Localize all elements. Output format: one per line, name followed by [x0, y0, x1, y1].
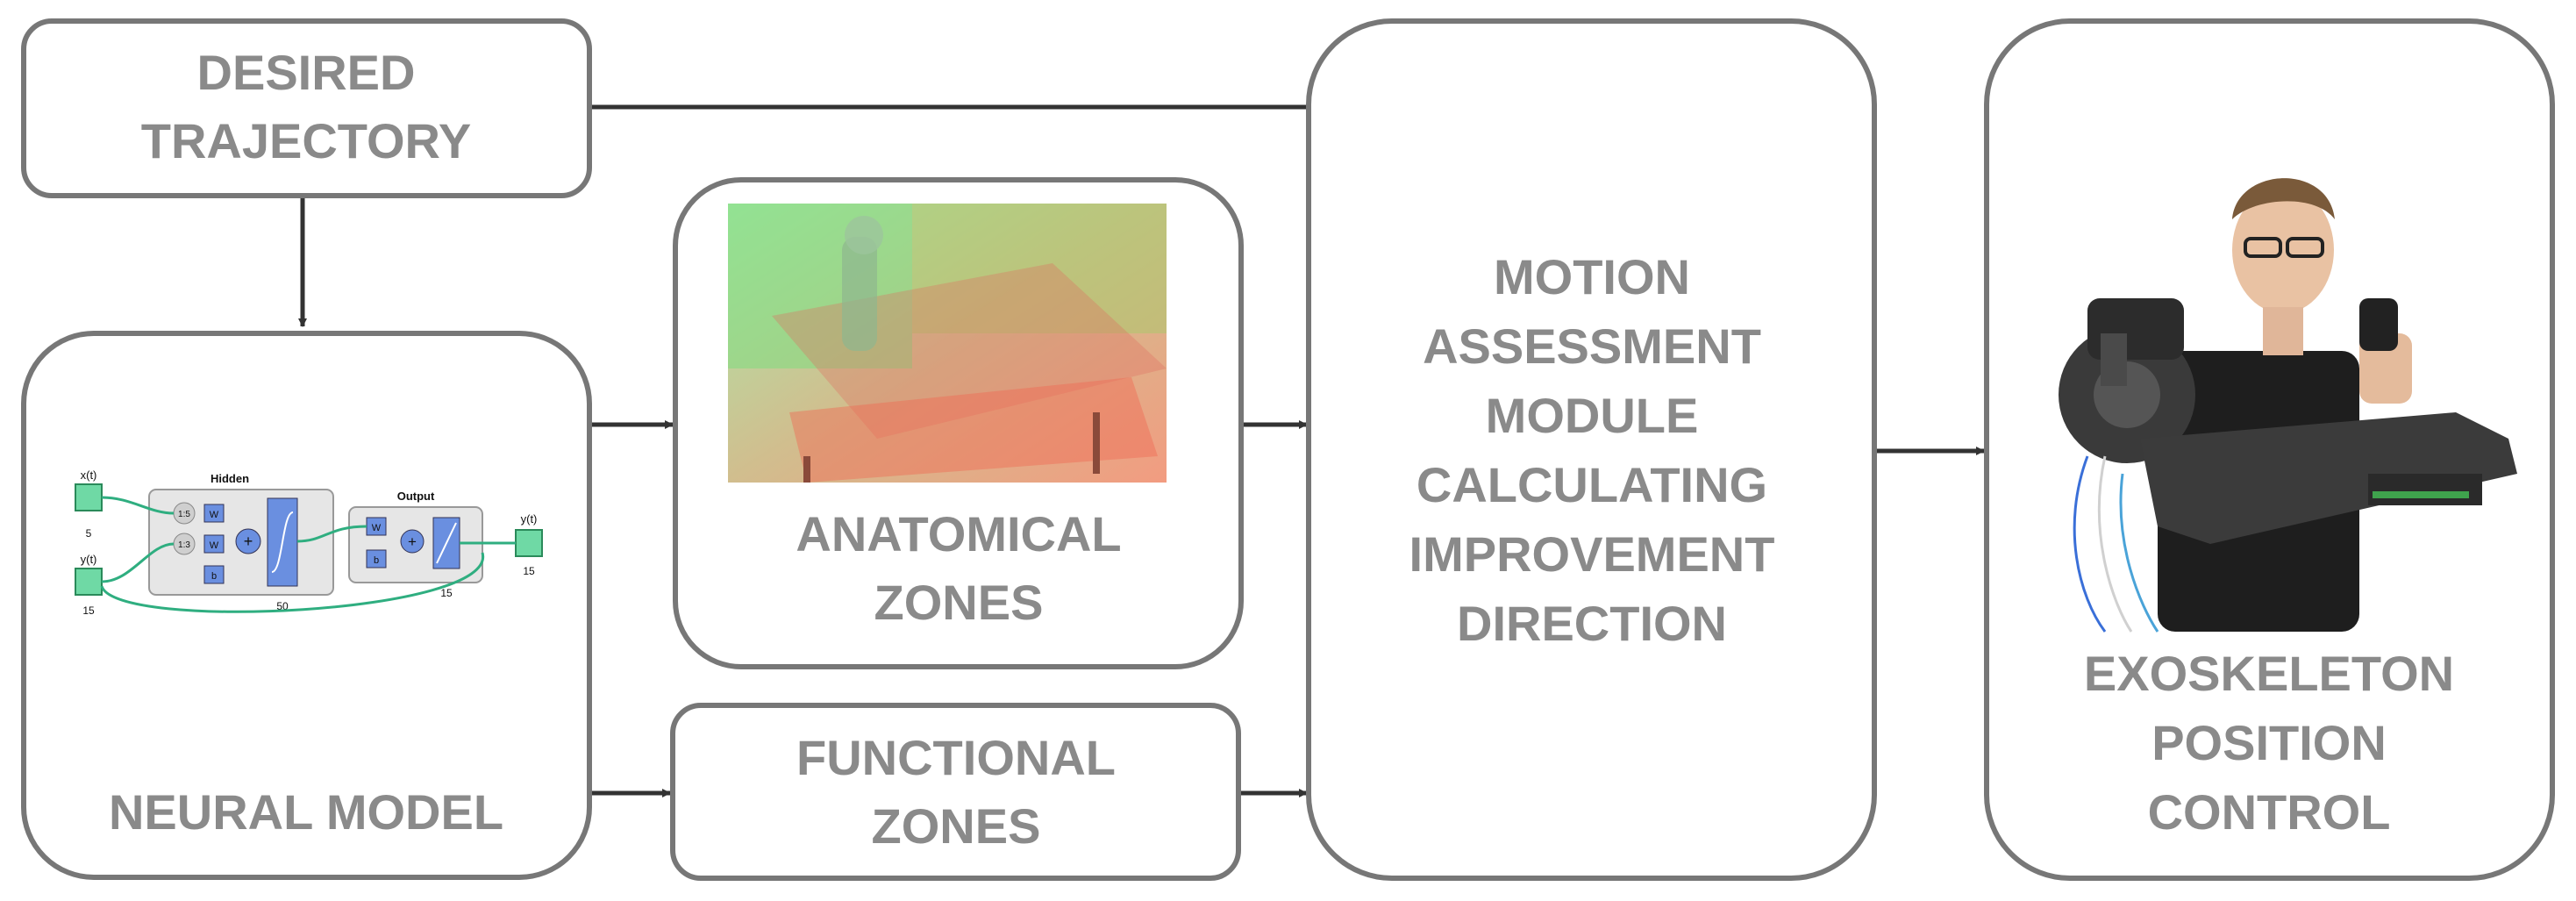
neural-network-schematic: x(t) 5 y(t) 15 Hidden 1:5 1:3 W W b + 50…: [75, 468, 543, 617]
nn-bias-out: b: [374, 555, 379, 566]
nn-input-x-size: 5: [86, 527, 92, 540]
nn-delay-1: 1:5: [178, 510, 190, 519]
neural-model-label: NEURAL MODEL: [109, 784, 503, 840]
nn-output-y-label: y(t): [521, 512, 538, 526]
functional-zones-line2: ZONES: [872, 798, 1041, 854]
motion-assessment-line6: DIRECTION: [1457, 596, 1727, 651]
nn-input-y-size: 15: [82, 604, 95, 617]
nn-delay-2: 1:3: [178, 540, 190, 550]
motion-assessment-line2: ASSESSMENT: [1423, 318, 1761, 374]
motion-assessment-box: MOTION ASSESSMENT MODULE CALCULATING IMP…: [1306, 18, 1877, 881]
anatomical-zones-box: ANATOMICAL ZONES: [673, 177, 1244, 669]
nn-output-title: Output: [397, 490, 435, 503]
connectors: [298, 103, 1985, 797]
exoskeleton-line2: POSITION: [2151, 715, 2387, 770]
nn-weight-1: W: [210, 510, 219, 520]
nn-bias-1: b: [211, 571, 217, 582]
nn-weight-out: W: [372, 523, 382, 533]
anatomical-zones-line1: ANATOMICAL: [796, 506, 1121, 561]
desired-trajectory-box: DESIRED TRAJECTORY: [21, 18, 592, 198]
functional-zones-line1: FUNCTIONAL: [796, 730, 1116, 785]
anatomical-zones-line2: ZONES: [874, 575, 1044, 630]
exoskeleton-box: EXOSKELETON POSITION CONTROL: [1984, 18, 2555, 881]
nn-weight-2: W: [210, 540, 219, 551]
nn-input-x-label: x(t): [81, 468, 97, 482]
motion-assessment-line1: MOTION: [1494, 249, 1690, 304]
nn-input-y-label: y(t): [81, 553, 97, 566]
nn-output-y-size: 15: [523, 565, 535, 577]
nn-output-size: 15: [440, 587, 453, 599]
exoskeleton-line3: CONTROL: [2148, 784, 2391, 840]
anatomical-zones-render: [728, 204, 1167, 483]
neural-model-box: NEURAL MODEL x(t) 5 y(t) 15 Hidden 1:5 1…: [21, 331, 592, 880]
svg-text:+: +: [244, 533, 253, 550]
motion-assessment-line4: CALCULATING: [1416, 457, 1767, 512]
functional-zones-box: FUNCTIONAL ZONES: [670, 703, 1241, 881]
exoskeleton-photo: [2059, 178, 2517, 633]
exoskeleton-line1: EXOSKELETON: [2084, 646, 2454, 701]
desired-trajectory-line2: TRAJECTORY: [141, 113, 472, 168]
desired-trajectory-line1: DESIRED: [197, 45, 416, 100]
motion-assessment-line5: IMPROVEMENT: [1409, 526, 1775, 582]
svg-text:+: +: [408, 533, 417, 550]
nn-hidden-title: Hidden: [211, 472, 249, 485]
motion-assessment-line3: MODULE: [1486, 388, 1699, 443]
